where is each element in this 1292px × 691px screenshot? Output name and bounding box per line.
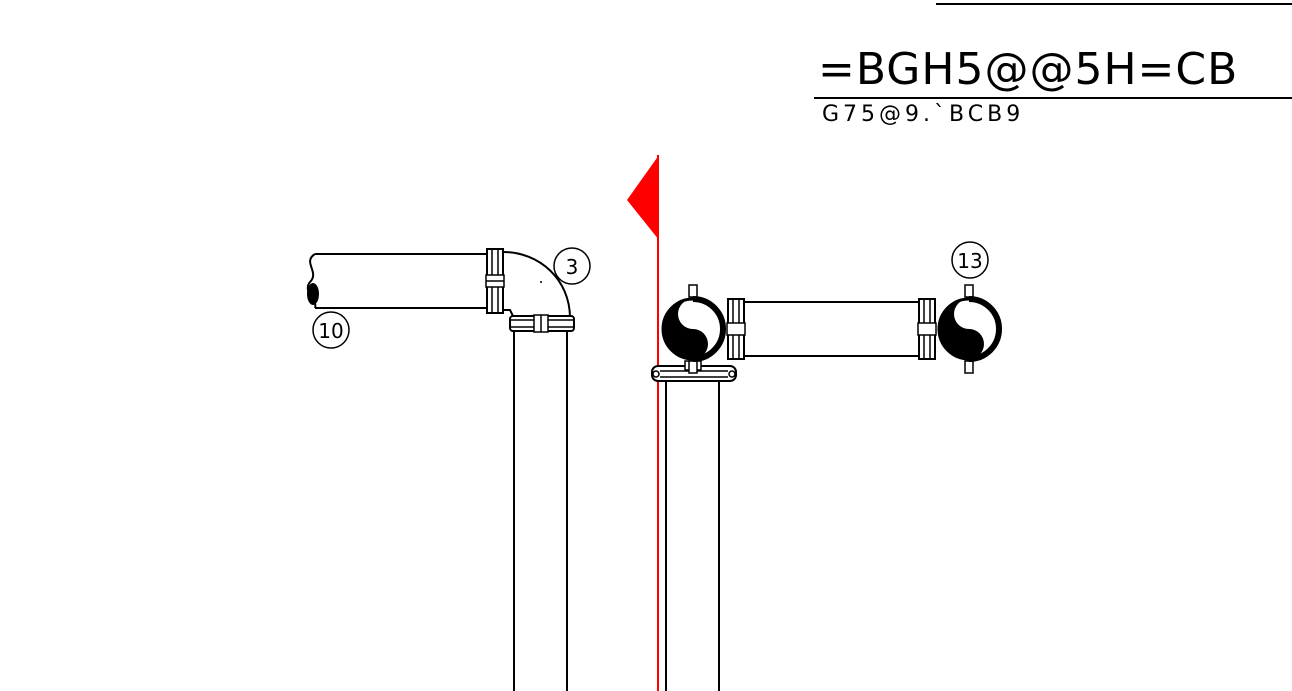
red-flag-marker [627,155,659,691]
callout-13-label: 13 [957,249,982,273]
right-vertical-pipe [665,380,720,691]
callout-10-label: 10 [318,319,343,343]
left-vertical-pipe [513,331,568,691]
title-block: =BGH5@@5H=CB G75@9.`BCB9 [0,0,1292,140]
title-main-text: =BGH5@@5H=CB [818,44,1239,95]
right-pipe-assembly [651,284,999,691]
left-horizontal-pipe [315,253,498,309]
elbow-lower-clamp [509,314,575,333]
title-top-rule [936,3,1292,5]
pipe-break-fill [307,283,319,305]
callout-10: 10 [312,311,350,349]
title-underline [814,97,1292,99]
right-pipe-clamp-left [726,298,746,360]
callout-13: 13 [951,241,989,279]
right-ball-fitting [939,284,999,374]
callout-3: 3 [553,247,591,285]
title-sub-text: G75@9.`BCB9 [822,102,1025,127]
left-horizontal-clamp [485,248,505,314]
right-pipe-clamp-right [917,298,937,360]
right-horizontal-pipe [740,301,925,357]
left-pipe-assembly [306,248,575,691]
callout-3-label: 3 [566,255,579,279]
left-ball-fitting [663,284,723,374]
